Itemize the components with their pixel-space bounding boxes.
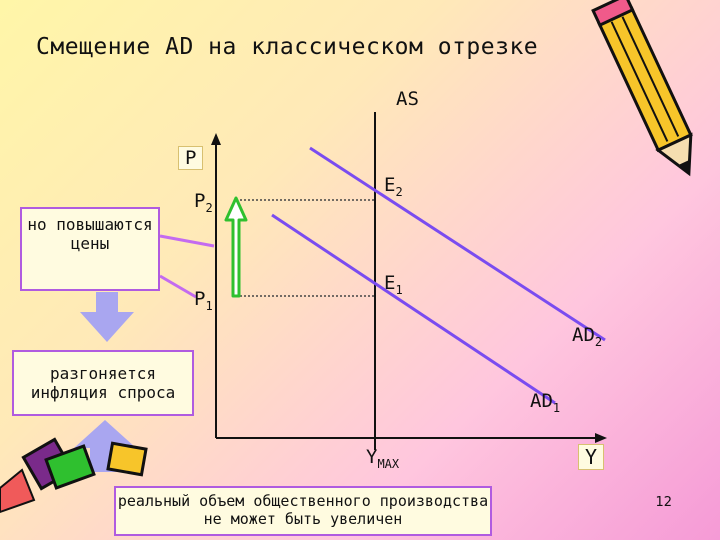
ymax-label: YMAX — [366, 446, 400, 471]
p2-label: P2 — [194, 190, 213, 215]
slide-title: Смещение AD на классическом отрезке — [36, 34, 539, 60]
price-axis-arrowhead — [211, 133, 221, 145]
p1-label: P1 — [194, 288, 213, 313]
page-number: 12 — [655, 495, 672, 510]
callout-output-fixed: реальный объем общественного производств… — [114, 486, 492, 536]
ad1-label: AD1 — [530, 390, 561, 415]
e2-label: E2 — [384, 174, 403, 199]
output-axis-label: Y — [578, 444, 605, 470]
callout-line-p1 — [159, 274, 197, 299]
callout-demand-inflation: разгоняется инфляция спроса — [12, 350, 194, 416]
as-label: AS — [396, 88, 419, 110]
callout-line-p2 — [159, 234, 215, 248]
block-arrow-up — [74, 420, 136, 472]
price-axis-label: P — [178, 146, 204, 170]
ad1-curve — [271, 213, 556, 405]
price-increase-arrow — [224, 196, 248, 298]
output-axis-arrowhead — [595, 433, 607, 443]
pencils-decoration-icon — [0, 437, 148, 514]
pencil-icon — [591, 0, 693, 177]
ad2-curve — [309, 146, 606, 342]
ad2-label: AD2 — [572, 324, 603, 349]
callout-prices-rise: но повышаются цены — [20, 207, 160, 291]
e1-label: E1 — [384, 272, 403, 297]
block-arrow-down — [80, 292, 134, 342]
